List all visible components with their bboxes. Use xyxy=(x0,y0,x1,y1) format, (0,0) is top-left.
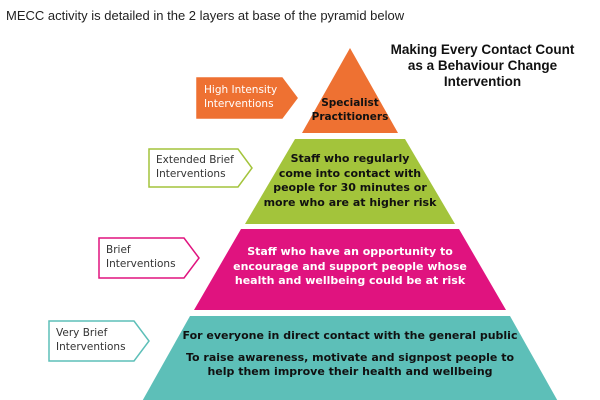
tag-label-line-2: Interventions xyxy=(56,341,126,353)
level-2-line-2: come into contact with xyxy=(278,166,422,180)
arrow-tag-shape xyxy=(196,77,298,119)
tag-label-line-1: High Intensity xyxy=(204,84,278,96)
pyramid-level-very-brief xyxy=(142,316,558,400)
tag-label: High Intensity Interventions xyxy=(204,83,277,111)
title-line-3: Intervention xyxy=(443,74,522,89)
extended-brief-tag: Extended Brief Interventions xyxy=(148,148,254,188)
tag-label-line-1: Very Brief xyxy=(56,327,108,339)
level-3-line-1: Staff who have an opportunity to xyxy=(247,245,453,258)
level-2-line-1: Staff who regularly xyxy=(290,152,410,165)
tag-label-line-2: Interventions xyxy=(204,98,274,110)
arrow-tag-shape xyxy=(98,237,200,279)
tag-label: Brief Interventions xyxy=(106,243,176,271)
tag-label-line-1: Extended Brief xyxy=(156,154,234,166)
pyramid-level-specialist xyxy=(302,48,398,133)
tag-label-line-2: Interventions xyxy=(106,258,176,270)
pyramid-level-brief xyxy=(194,229,506,310)
level-3-line-2: encourage and support people whose xyxy=(233,259,467,273)
tag-label: Extended Brief Interventions xyxy=(156,153,234,181)
top-caption: MECC activity is detailed in the 2 layer… xyxy=(6,8,405,23)
brief-tag: Brief Interventions xyxy=(98,237,200,279)
very-brief-description: For everyone in direct contact with the … xyxy=(175,329,525,380)
level-4-line-3: help them improve their health and wellb… xyxy=(207,365,493,378)
level-3-line-3: health and wellbeing could be at risk xyxy=(234,274,466,287)
diagram-title: Making Every Contact Count as a Behaviou… xyxy=(380,42,585,90)
level-1-line-1: Specialist xyxy=(321,97,379,109)
level-4-line-1: For everyone in direct contact with the … xyxy=(182,329,518,342)
level-1-line-2: Practitioners xyxy=(311,111,389,123)
arrow-tag-shape xyxy=(48,320,150,362)
brief-description: Staff who have an opportunity to encoura… xyxy=(222,245,478,289)
extended-brief-description: Staff who regularly come into contact wi… xyxy=(260,152,440,210)
tag-label-line-1: Brief xyxy=(106,244,131,256)
title-line-1: Making Every Contact Count xyxy=(390,42,575,57)
title-line-2: as a Behaviour Change xyxy=(407,58,558,73)
high-intensity-tag: High Intensity Interventions xyxy=(196,77,298,119)
pyramid-level-extended-brief xyxy=(245,139,455,224)
very-brief-purpose: To raise awareness, motivate and signpos… xyxy=(175,351,525,380)
tag-label-line-2: Interventions xyxy=(156,168,226,180)
specialist-practitioners-text: Specialist Practitioners xyxy=(305,96,395,124)
arrow-tag-shape xyxy=(148,148,253,188)
level-2-line-3: people for 30 minutes or xyxy=(273,181,427,194)
very-brief-tag: Very Brief Interventions xyxy=(48,320,150,362)
level-4-line-2: To raise awareness, motivate and signpos… xyxy=(185,350,515,364)
very-brief-audience: For everyone in direct contact with the … xyxy=(175,329,525,344)
tag-label: Very Brief Interventions xyxy=(56,326,126,354)
level-2-line-4: more who are at higher risk xyxy=(263,195,437,209)
